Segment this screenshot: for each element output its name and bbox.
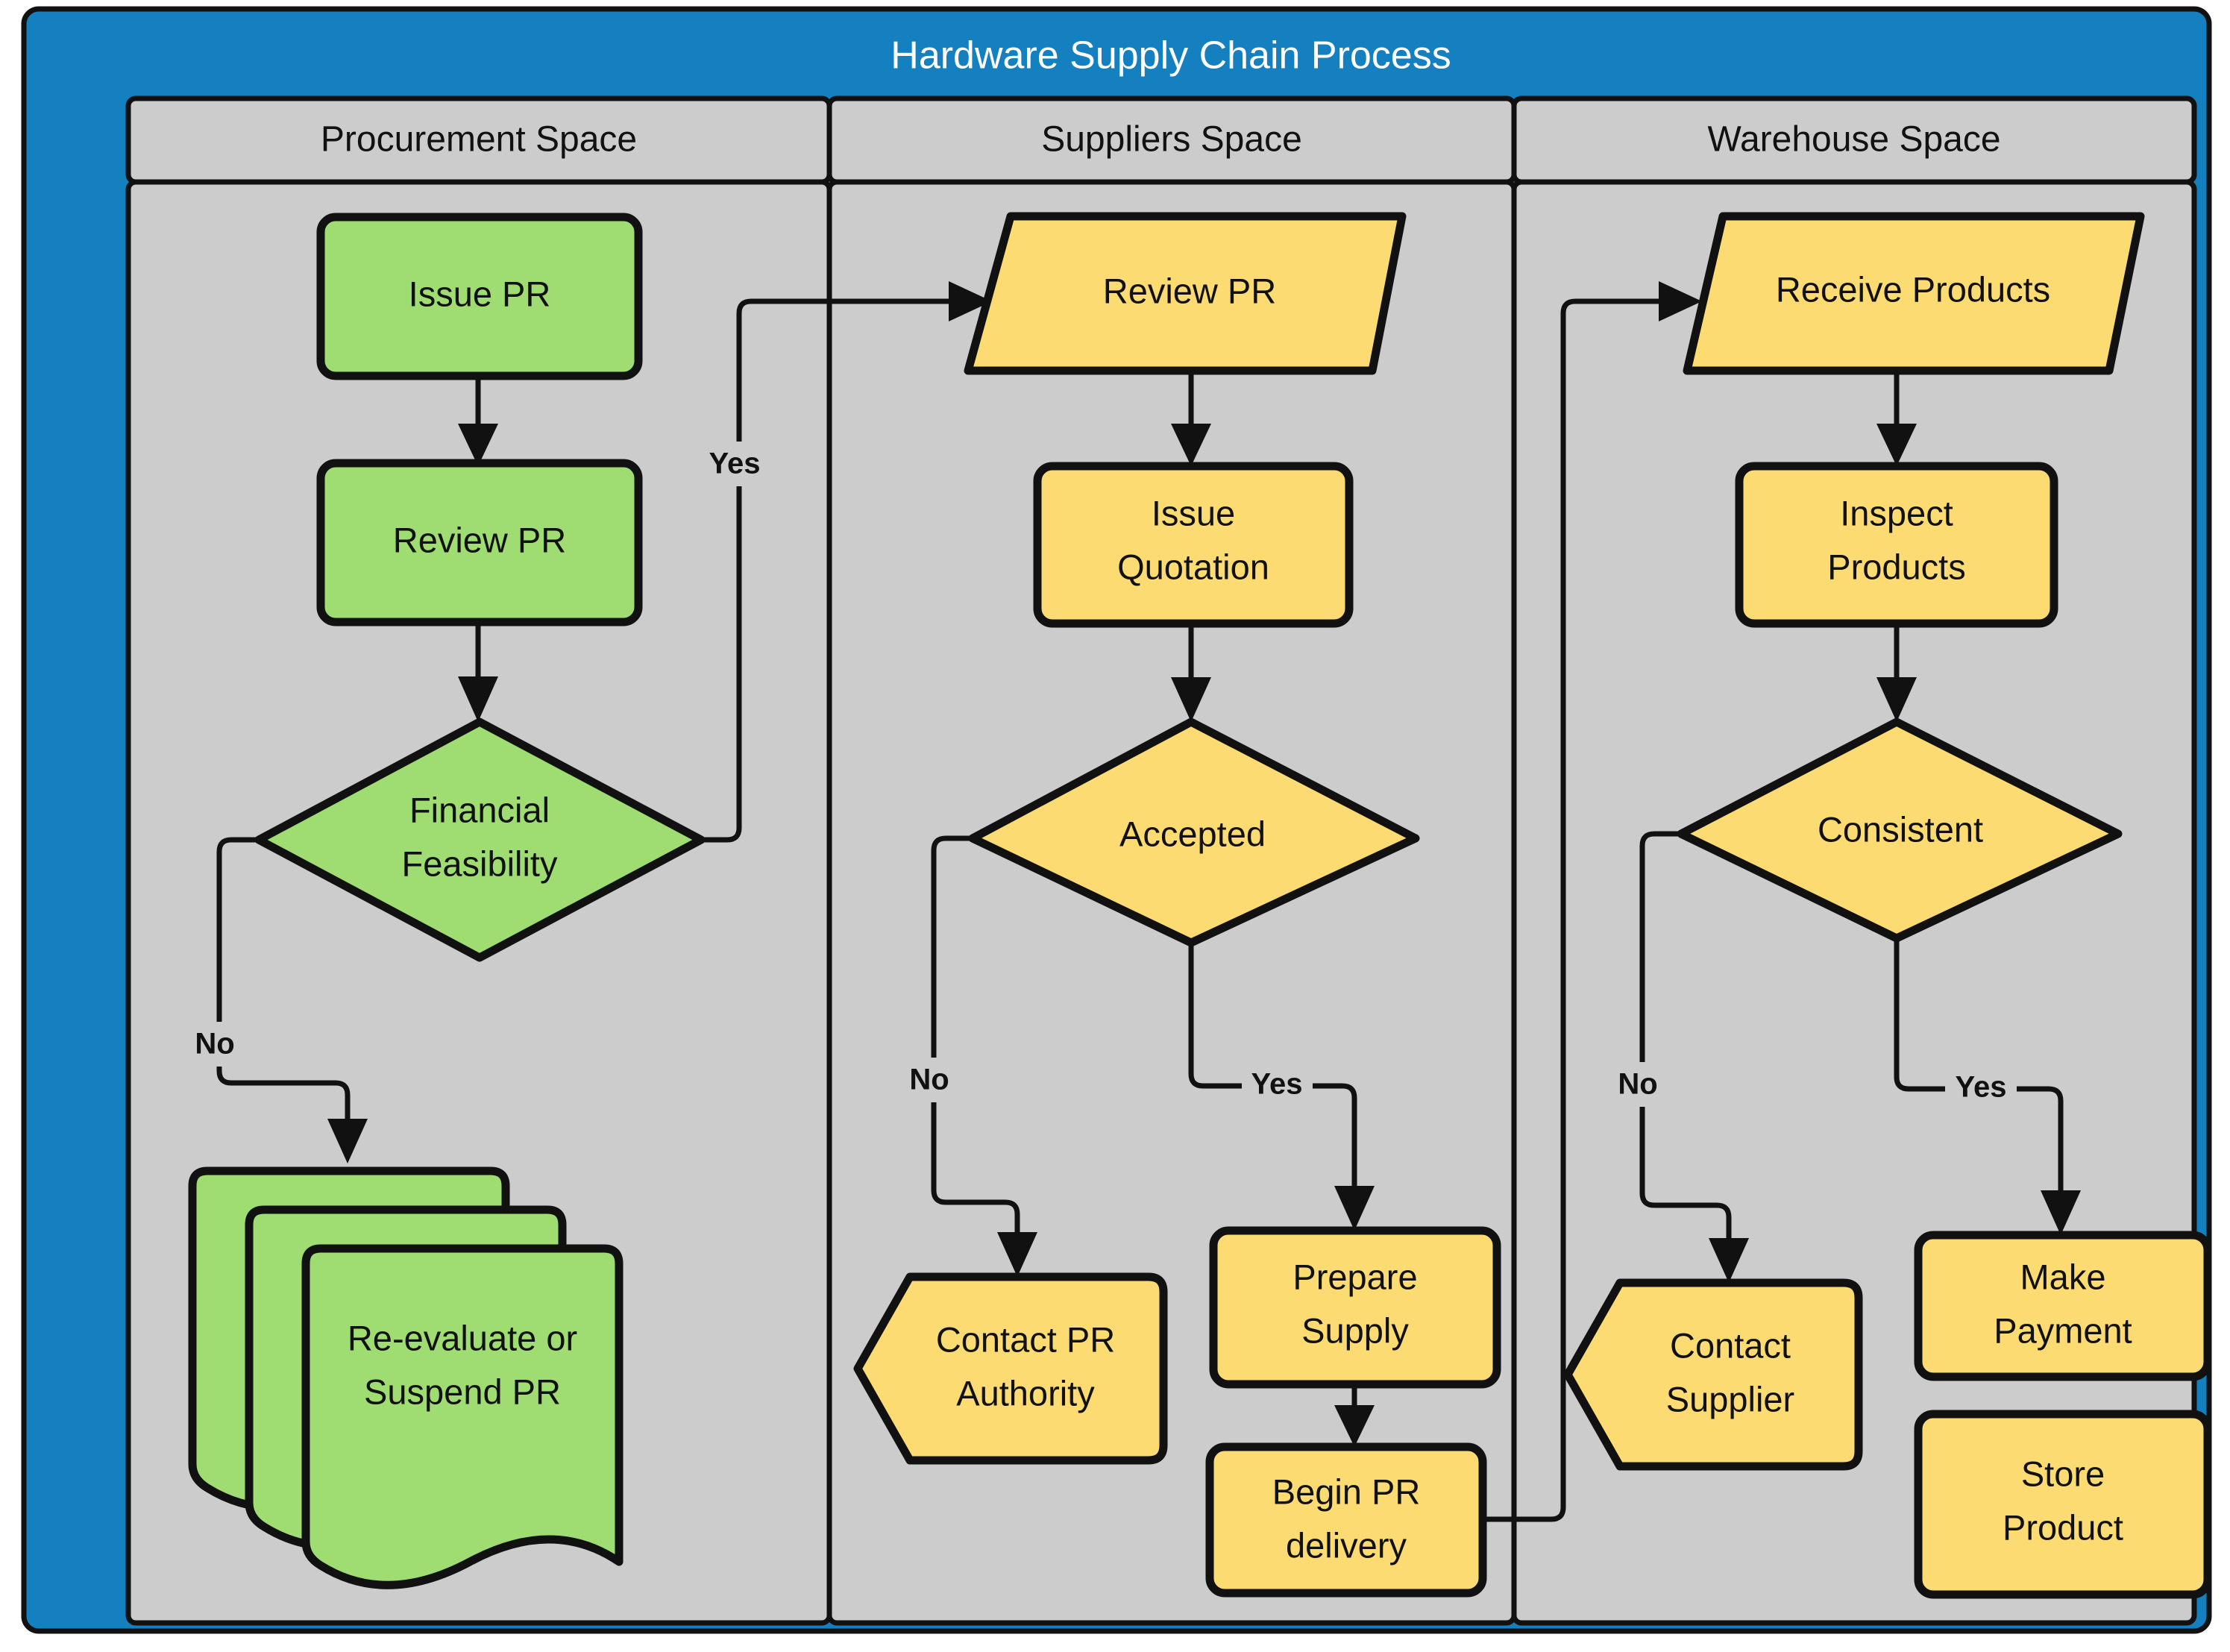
node-store-product-shape[interactable] [1914, 1410, 2212, 1599]
node-contact-pr-authority-label-line1: Contact PR [936, 1319, 1115, 1359]
arrowhead-review-to-financial [458, 676, 498, 722]
node-accepted-shape[interactable] [968, 717, 1420, 947]
node-prepare-supply-label-line1: Prepare [1293, 1257, 1417, 1296]
node-contact-pr-authority-label-line2: Authority [956, 1373, 1095, 1413]
node-review-pr-procurement[interactable]: Review PR [316, 459, 643, 626]
node-issue-quotation[interactable]: Issue Quotation [1033, 462, 1354, 628]
edge-label-financial-no: No [195, 1028, 234, 1061]
node-reevaluate-label-line2: Suspend PR [364, 1372, 561, 1411]
node-store-product-label-line1: Store [2021, 1454, 2105, 1493]
node-make-payment-label-line2: Payment [1994, 1310, 2132, 1350]
lane-label-suppliers: Suppliers Space [1041, 120, 1302, 160]
edge-label-consistent-yes: Yes [1956, 1071, 2007, 1104]
node-begin-pr-delivery-label-line2: delivery [1286, 1525, 1407, 1565]
node-review-pr-procurement-shape[interactable] [316, 459, 643, 626]
arrowhead-issue-to-review [458, 424, 498, 466]
node-contact-supplier-label-line1: Contact [1670, 1325, 1791, 1365]
node-issue-pr[interactable]: Issue PR [316, 213, 643, 380]
node-reevaluate-label-line1: Re-evaluate or [348, 1318, 577, 1357]
arrowhead-accepted-no [997, 1232, 1037, 1277]
node-consistent[interactable]: Consistent [1677, 717, 2123, 943]
node-consistent-label: Consistent [1818, 809, 1983, 849]
node-receive-products-label: Receive Products [1776, 269, 2050, 309]
node-store-product[interactable]: Store Product [1914, 1410, 2212, 1599]
node-inspect-products[interactable]: Inspect Products [1735, 462, 2058, 628]
arrowhead-consistent-yes [2041, 1190, 2081, 1235]
edge-label-bg-accepted-no [892, 1058, 976, 1102]
node-receive-products-shape[interactable] [1683, 212, 2145, 375]
edge-consistent-no [1639, 831, 1732, 1251]
arrowhead-receive-to-inspect [1876, 424, 1917, 466]
arrowhead-consistent-no [1709, 1238, 1749, 1283]
node-reevaluate-front-sheet[interactable] [301, 1244, 624, 1589]
node-accepted-label: Accepted [1119, 814, 1266, 853]
arrowhead-begin-to-receive [1659, 281, 1702, 321]
node-consistent-shape[interactable] [1677, 717, 2123, 943]
lane-label-warehouse: Warehouse Space [1707, 120, 2000, 160]
node-prepare-supply-label-line2: Supply [1301, 1310, 1409, 1350]
node-receive-products[interactable]: Receive Products [1683, 212, 2145, 375]
node-contact-supplier-label-line2: Supplier [1666, 1379, 1794, 1419]
node-prepare-supply-shape[interactable] [1209, 1226, 1501, 1389]
arrowhead-financial-yes [949, 281, 992, 321]
edge-label-accepted-no: No [909, 1064, 949, 1096]
edge-label-accepted-yes: Yes [1251, 1068, 1303, 1101]
edge-accepted-no [931, 835, 1020, 1246]
edge-financial-yes [701, 298, 962, 843]
node-contact-pr-authority-shape[interactable] [853, 1272, 1168, 1465]
node-store-product-label-line2: Product [2003, 1507, 2123, 1547]
node-inspect-products-shape[interactable] [1735, 462, 2058, 628]
node-prepare-supply[interactable]: Prepare Supply [1209, 1226, 1501, 1389]
node-contact-supplier[interactable]: Contact Supplier [1563, 1278, 1863, 1471]
lane-label-procurement: Procurement Space [321, 120, 637, 160]
node-accepted[interactable]: Accepted [968, 717, 1420, 947]
node-reevaluate-suspend-pr[interactable]: Re-evaluate or Suspend PR [188, 1166, 624, 1589]
pool-title: Hardware Supply Chain Process [891, 34, 1451, 78]
edge-label-bg-financial-yes [690, 442, 779, 486]
node-contact-supplier-shape[interactable] [1563, 1278, 1863, 1471]
arrowhead-prepare-to-begin [1334, 1405, 1375, 1447]
edge-label-consistent-no: No [1618, 1068, 1657, 1101]
node-issue-pr-label: Issue PR [409, 274, 551, 313]
node-begin-pr-delivery[interactable]: Begin PR delivery [1205, 1442, 1487, 1598]
node-issue-pr-shape[interactable] [316, 213, 643, 380]
edge-financial-no [216, 837, 351, 1134]
node-review-pr-procurement-label: Review PR [393, 520, 566, 559]
node-make-payment-shape[interactable] [1914, 1231, 2212, 1381]
node-make-payment[interactable]: Make Payment [1914, 1231, 2212, 1381]
edge-consistent-yes [1894, 938, 2064, 1204]
node-financial-feasibility-label-line1: Financial [409, 790, 550, 829]
edge-label-bg-financial-no [178, 1022, 261, 1067]
node-begin-pr-delivery-shape[interactable] [1205, 1442, 1487, 1598]
edge-accepted-yes [1188, 943, 1357, 1199]
arrowhead-inspect-to-consistent [1876, 677, 1917, 722]
node-financial-feasibility-label-line2: Feasibility [402, 844, 558, 883]
node-make-payment-label-line1: Make [2020, 1257, 2106, 1296]
arrowhead-financial-no [327, 1119, 368, 1163]
arrowhead-quotation-to-accepted [1171, 677, 1211, 722]
node-issue-quotation-shape[interactable] [1033, 462, 1354, 628]
node-review-pr-suppliers-label: Review PR [1103, 271, 1276, 310]
node-inspect-products-label-line2: Products [1827, 547, 1965, 586]
node-contact-pr-authority[interactable]: Contact PR Authority [853, 1272, 1168, 1465]
node-inspect-products-label-line1: Inspect [1840, 493, 1953, 533]
edge-label-bg-consistent-no [1601, 1062, 1684, 1107]
node-financial-feasibility[interactable]: Financial Feasibility [254, 717, 706, 962]
arrowhead-reviewsup-to-quotation [1171, 424, 1211, 466]
edge-begin-to-receive [1483, 298, 1671, 1522]
arrowhead-accepted-yes [1334, 1186, 1375, 1231]
node-issue-quotation-label-line2: Quotation [1117, 547, 1269, 586]
node-review-pr-suppliers[interactable]: Review PR [964, 212, 1407, 375]
node-review-pr-suppliers-shape[interactable] [964, 212, 1407, 375]
connectors: Yes No No Yes [178, 281, 2081, 1522]
node-issue-quotation-label-line1: Issue [1152, 493, 1235, 533]
node-financial-feasibility-shape[interactable] [254, 717, 706, 962]
edge-label-financial-yes: Yes [709, 447, 761, 480]
node-begin-pr-delivery-label-line1: Begin PR [1272, 1472, 1421, 1511]
